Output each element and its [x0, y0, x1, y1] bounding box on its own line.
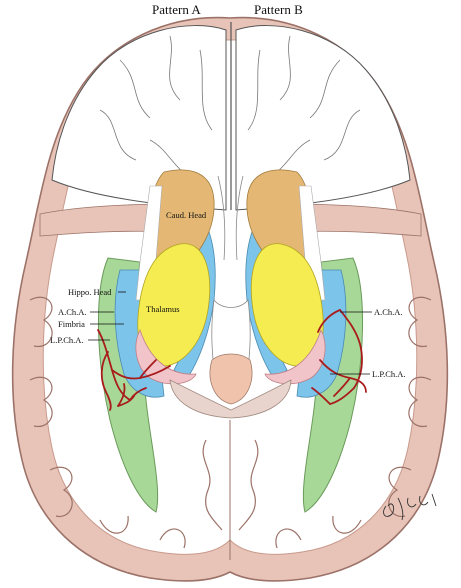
leader-lines	[88, 291, 372, 375]
caud-head-label: Caud. Head	[166, 210, 207, 220]
choroid-plexus	[135, 328, 326, 385]
brainstem	[169, 175, 292, 419]
acha-left-label: A.Ch.A.	[58, 307, 87, 317]
hippo-head-label: Hippo. Head	[68, 287, 112, 297]
lateral-cortex	[29, 203, 432, 560]
thalami	[137, 243, 324, 367]
lpcha-left-label: L.P.Ch.A.	[50, 335, 84, 345]
frontal-lobes	[51, 22, 411, 211]
artist-signature	[383, 493, 437, 521]
lpcha-right-label: L.P.Ch.A.	[372, 369, 406, 379]
acha-right-label: A.Ch.A.	[374, 307, 403, 317]
fimbria-label: Fimbria	[58, 319, 85, 329]
arteries-right	[311, 309, 367, 405]
pattern-b-title: Pattern B	[254, 2, 303, 17]
thalamus-label: Thalamus	[146, 304, 180, 314]
pattern-a-title: Pattern A	[152, 2, 201, 17]
